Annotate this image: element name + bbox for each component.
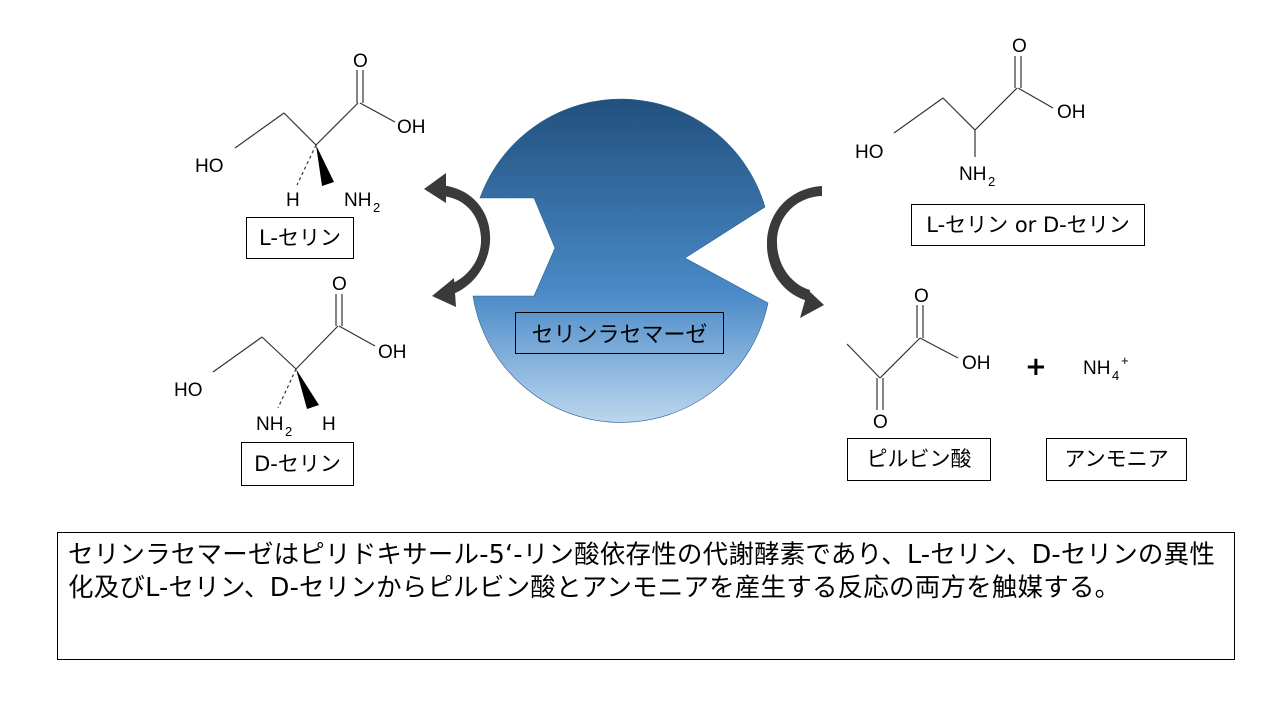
atom-label: O (353, 51, 368, 72)
atom-label: H (286, 190, 300, 211)
enzyme-label: セリンラセマーゼ (515, 312, 724, 354)
d-serine-label: D-セリン (241, 442, 354, 486)
atom-label: O (1012, 36, 1027, 57)
atom-label: O (873, 412, 888, 433)
ammonium-formula: NH 4 + (1083, 353, 1129, 383)
atom-label: 2 (373, 200, 380, 215)
serine-generic-label: L-セリン or D-セリン (911, 204, 1145, 246)
atom-label: HO (195, 156, 224, 177)
degradation-arrow-icon (766, 186, 824, 318)
l-serine-label: L-セリン (246, 217, 354, 259)
ammonia-label: アンモニア (1046, 438, 1187, 481)
plus-sign: + (1025, 352, 1047, 382)
atom-label: O (332, 274, 347, 295)
atom-label: NH (256, 414, 283, 435)
atom-label: NH (959, 164, 986, 185)
description-box: セリンラセマーゼはピリドキサール-5‘-リン酸依存性の代謝酵素であり、L-セリン… (57, 532, 1235, 660)
isomerization-arrow-icon (424, 173, 491, 307)
atom-label: OH (962, 353, 991, 374)
l-serine-wedge (316, 145, 334, 186)
atom-label: OH (1057, 102, 1086, 123)
atom-label: OH (378, 342, 407, 363)
atom-label: O (914, 286, 929, 307)
atom-label: NH (344, 190, 371, 211)
atom-label: 2 (988, 174, 995, 189)
pyruvate-structure (846, 305, 959, 410)
atom-label: OH (397, 117, 426, 138)
atom-label: + (1121, 353, 1129, 368)
atom-label: NH (1083, 358, 1110, 379)
atom-label: 2 (285, 424, 292, 439)
l-serine-structure (234, 70, 396, 186)
pyruvate-label: ピルビン酸 (847, 438, 991, 481)
atom-label: 4 (1112, 368, 1119, 383)
d-serine-structure (212, 294, 376, 409)
enzyme-body (472, 98, 769, 423)
d-serine-wedge (296, 369, 319, 409)
atom-label: HO (174, 380, 203, 401)
atom-label: HO (855, 142, 884, 163)
serine-generic-structure (893, 56, 1054, 157)
atom-label: H (322, 414, 336, 435)
